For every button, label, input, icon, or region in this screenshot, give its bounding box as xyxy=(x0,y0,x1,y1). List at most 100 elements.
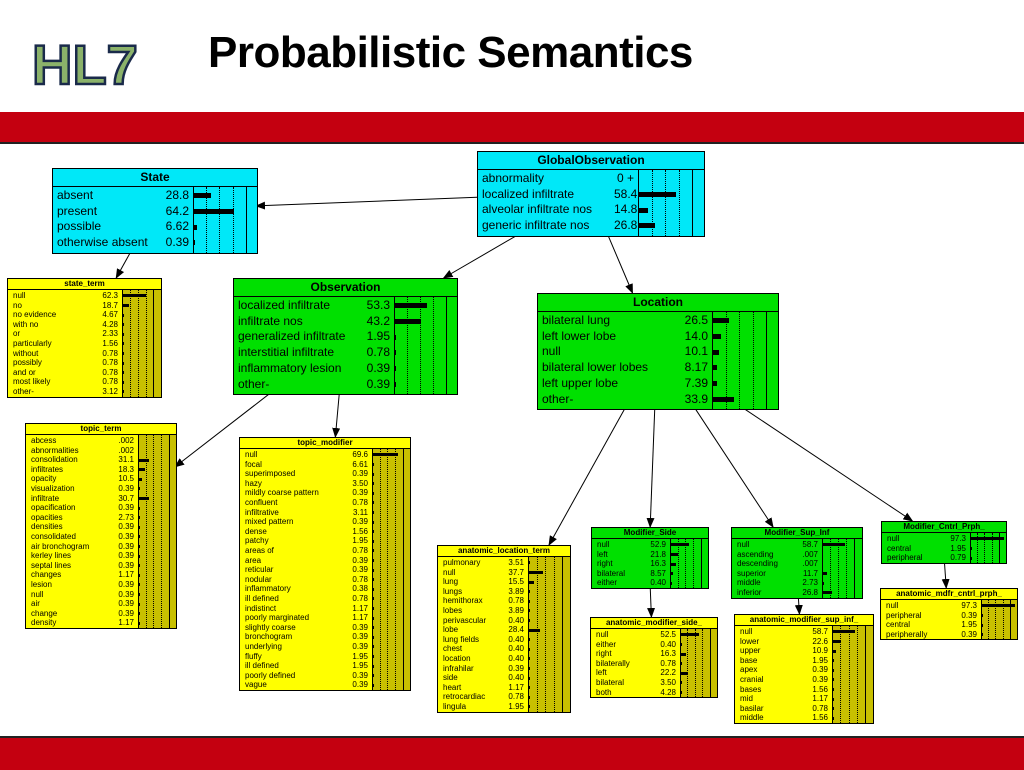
state-probability: 69.6 xyxy=(352,450,368,459)
state-probability: .002 xyxy=(118,445,134,455)
edge-observation-to-topic-modifier xyxy=(332,393,341,438)
probability-bar xyxy=(528,570,544,574)
state-probability: 10.5 xyxy=(118,474,134,484)
state-label: peripherally xyxy=(886,629,928,639)
gridline xyxy=(725,312,727,410)
state-label: slightly coarse xyxy=(245,622,296,632)
edge-global-observation-to-location xyxy=(607,234,633,294)
node-title: anatomic_mdfr_cntrl_prph_ xyxy=(881,589,1017,600)
state-label: basilar xyxy=(740,703,764,713)
bar-column xyxy=(680,629,717,698)
state-probability: 11.7 xyxy=(803,568,818,578)
state-probability: 1.56 xyxy=(812,684,828,694)
state-probability: 28.4 xyxy=(508,625,524,635)
probability-bar xyxy=(372,664,374,668)
probability-bar xyxy=(528,590,530,594)
probability-bar xyxy=(372,645,374,649)
state-label: peripheral xyxy=(886,610,922,620)
gridline xyxy=(651,170,653,236)
state-label: lung xyxy=(443,577,459,587)
bar-column xyxy=(712,312,778,410)
state-probability: 1.17 xyxy=(352,603,368,613)
state-label: mixed pattern xyxy=(245,517,294,527)
probability-bar xyxy=(528,638,530,642)
probability-bar xyxy=(138,544,140,548)
state-probability: 0.78 xyxy=(508,692,524,702)
gridline xyxy=(129,290,131,397)
gridline xyxy=(1009,600,1011,640)
state-probability: 14.0 xyxy=(684,328,708,343)
state-probability: 97.3 xyxy=(961,601,977,610)
probability-bar xyxy=(981,613,983,617)
probability-bar xyxy=(372,472,374,476)
state-probability: 0.39 xyxy=(812,665,828,675)
edge-location-to-anatomic-location-term xyxy=(548,407,626,546)
gridline xyxy=(665,170,667,236)
probability-bar xyxy=(832,659,834,663)
state-label: indistinct xyxy=(245,603,277,613)
probability-bar xyxy=(970,546,972,550)
state-label: middle xyxy=(737,578,761,588)
edge-location-to-modifier-side xyxy=(646,408,656,528)
gridline xyxy=(638,170,639,236)
state-label: particularly xyxy=(13,339,52,348)
state-label: generic infiltrate nos xyxy=(482,218,590,233)
state-label: null xyxy=(13,291,26,300)
state-probability: 0.78 xyxy=(366,345,390,360)
state-probability: 0.78 xyxy=(352,546,368,555)
probability-bar xyxy=(372,654,374,658)
state-label: generalized infiltrate xyxy=(238,329,346,344)
gridline xyxy=(981,600,982,640)
state-label: hazy xyxy=(245,478,262,488)
probability-bar xyxy=(138,583,140,587)
state-label: fluffy xyxy=(245,651,262,661)
bar-column xyxy=(822,539,862,598)
gridline xyxy=(848,626,850,723)
probability-bar xyxy=(372,482,374,486)
probability-bar xyxy=(193,209,234,215)
gridline xyxy=(168,435,170,628)
gridline xyxy=(991,533,993,563)
gridline xyxy=(865,626,867,723)
gridline xyxy=(379,449,381,690)
state-probability: .007 xyxy=(802,549,818,559)
state-probability: 10.9 xyxy=(812,646,828,656)
state-label: chest xyxy=(443,644,463,654)
state-probability: 16.3 xyxy=(650,559,666,569)
hl7-logo: HL7 xyxy=(31,32,139,98)
gridline xyxy=(232,187,234,253)
state-probability: 0.40 xyxy=(650,578,666,588)
gridline xyxy=(137,290,139,397)
probability-bar xyxy=(981,623,983,627)
state-label: retrocardiac xyxy=(443,692,486,702)
state-probability: 1.95 xyxy=(950,543,966,553)
state-label: lungs xyxy=(443,586,463,596)
state-label: focal xyxy=(245,459,262,469)
state-probability: 4.28 xyxy=(102,319,118,329)
probability-bar xyxy=(372,635,374,639)
node-anatomic-mdfr-cntrl-prph: anatomic_mdfr_cntrl_prph_null 97.3 periphe… xyxy=(880,588,1018,641)
state-label: null xyxy=(542,344,561,359)
state-label: null xyxy=(886,601,899,610)
probability-bar xyxy=(122,323,124,327)
state-label: underlying xyxy=(245,642,282,651)
state-probability: 4.28 xyxy=(660,687,676,697)
state-probability: 0.40 xyxy=(508,615,524,625)
